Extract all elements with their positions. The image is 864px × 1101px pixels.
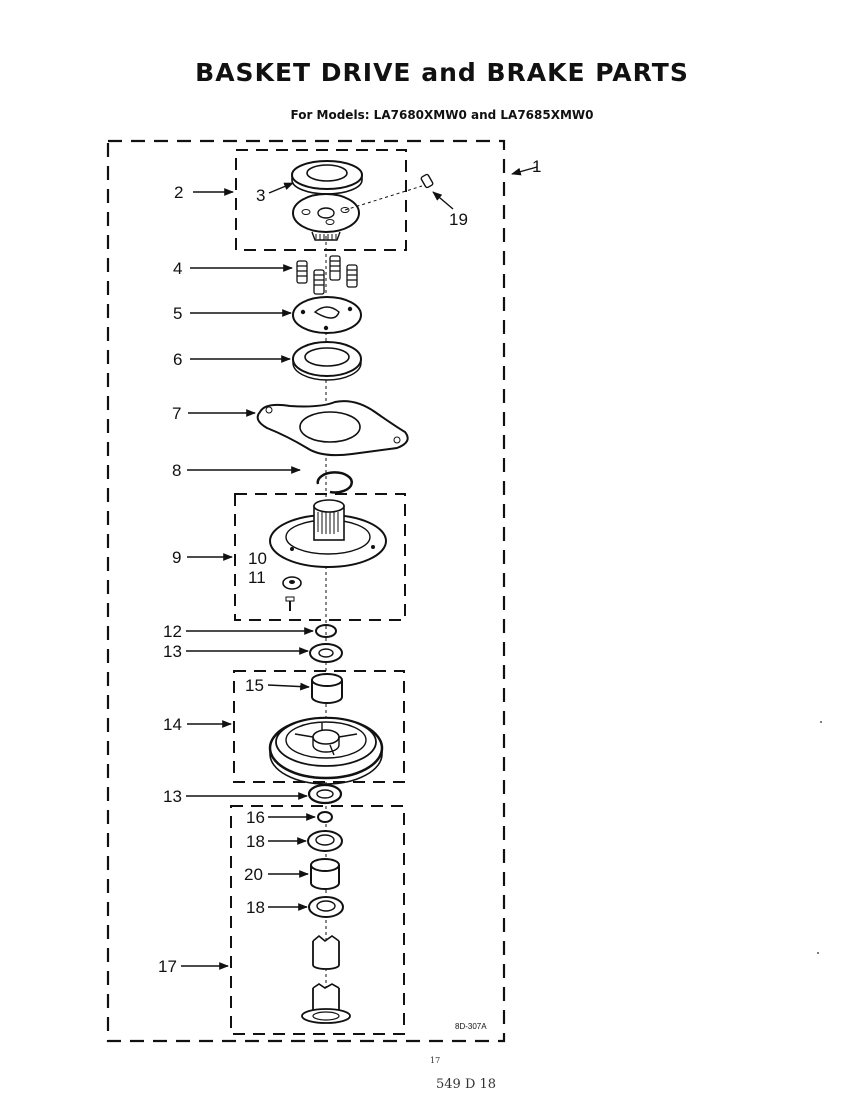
part-13-seal-upper <box>309 643 343 663</box>
subassembly-box-9 <box>234 493 406 621</box>
callout-18-lower: 18 <box>246 898 265 917</box>
callout-7: 7 <box>172 404 181 423</box>
callout-leaders <box>181 166 538 970</box>
drawing-code: 8D-307A <box>455 1022 487 1031</box>
assembly-boundary <box>106 139 506 1043</box>
callout-11: 11 <box>248 568 266 587</box>
callout-13-upper: 13 <box>163 642 182 661</box>
scan-specks <box>817 721 822 954</box>
subassembly-box-17 <box>230 805 405 1035</box>
callout-18-upper: 18 <box>246 832 265 851</box>
part-11-screw <box>285 596 295 611</box>
part-19-pin <box>344 173 434 211</box>
part-16-small-ring <box>317 811 333 823</box>
callout-8: 8 <box>172 461 181 480</box>
diagram-title: BASKET DRIVE and BRAKE PARTS <box>195 58 689 87</box>
part-14-pulley <box>268 716 384 785</box>
part-4-springs <box>296 255 358 295</box>
callout-4: 4 <box>173 259 182 278</box>
part-9-hub-assembly <box>269 499 387 568</box>
callout-13-lower: 13 <box>163 787 182 806</box>
models-subtitle: For Models: LA7680XMW0 and LA7685XMW0 <box>290 108 594 122</box>
part-3-ring <box>291 160 363 195</box>
part-8-retaining-ring <box>316 471 353 494</box>
part-10-grommet <box>282 576 302 590</box>
callout-labels: 1 2 3 19 4 5 6 7 8 9 10 11 12 13 15 14 1… <box>158 157 541 976</box>
callout-16: 16 <box>246 808 265 827</box>
part-7-brake-bracket <box>256 400 409 457</box>
subassembly-box-14 <box>233 670 405 783</box>
callout-19: 19 <box>449 210 468 229</box>
part-6-washer <box>292 341 362 381</box>
callout-6: 6 <box>173 350 182 369</box>
part-5-cam-plate <box>292 296 362 334</box>
callout-12: 12 <box>163 622 182 641</box>
callout-17: 17 <box>158 957 177 976</box>
callout-1: 1 <box>532 157 541 176</box>
callout-20: 20 <box>244 865 263 884</box>
part-18-washer-upper <box>307 830 343 852</box>
callout-2: 2 <box>174 183 183 202</box>
callout-15: 15 <box>245 676 264 695</box>
part-13-seal-lower <box>307 783 343 805</box>
handwritten-mark: 17 <box>430 1056 440 1065</box>
callout-14: 14 <box>163 715 182 734</box>
part-17-shaft <box>301 934 351 1024</box>
part-2-drive-plate <box>292 193 360 241</box>
handwritten-note: 549 D 18 <box>436 1077 496 1092</box>
callout-5: 5 <box>173 304 182 323</box>
part-18-washer-lower <box>308 896 344 918</box>
part-12-clip-ring <box>315 624 337 638</box>
part-20-bushing <box>310 858 340 890</box>
callout-10: 10 <box>248 549 267 568</box>
subassembly-box-2 <box>235 149 407 251</box>
part-15-bearing <box>311 673 343 704</box>
callout-9: 9 <box>172 548 181 567</box>
callout-3: 3 <box>256 186 265 205</box>
